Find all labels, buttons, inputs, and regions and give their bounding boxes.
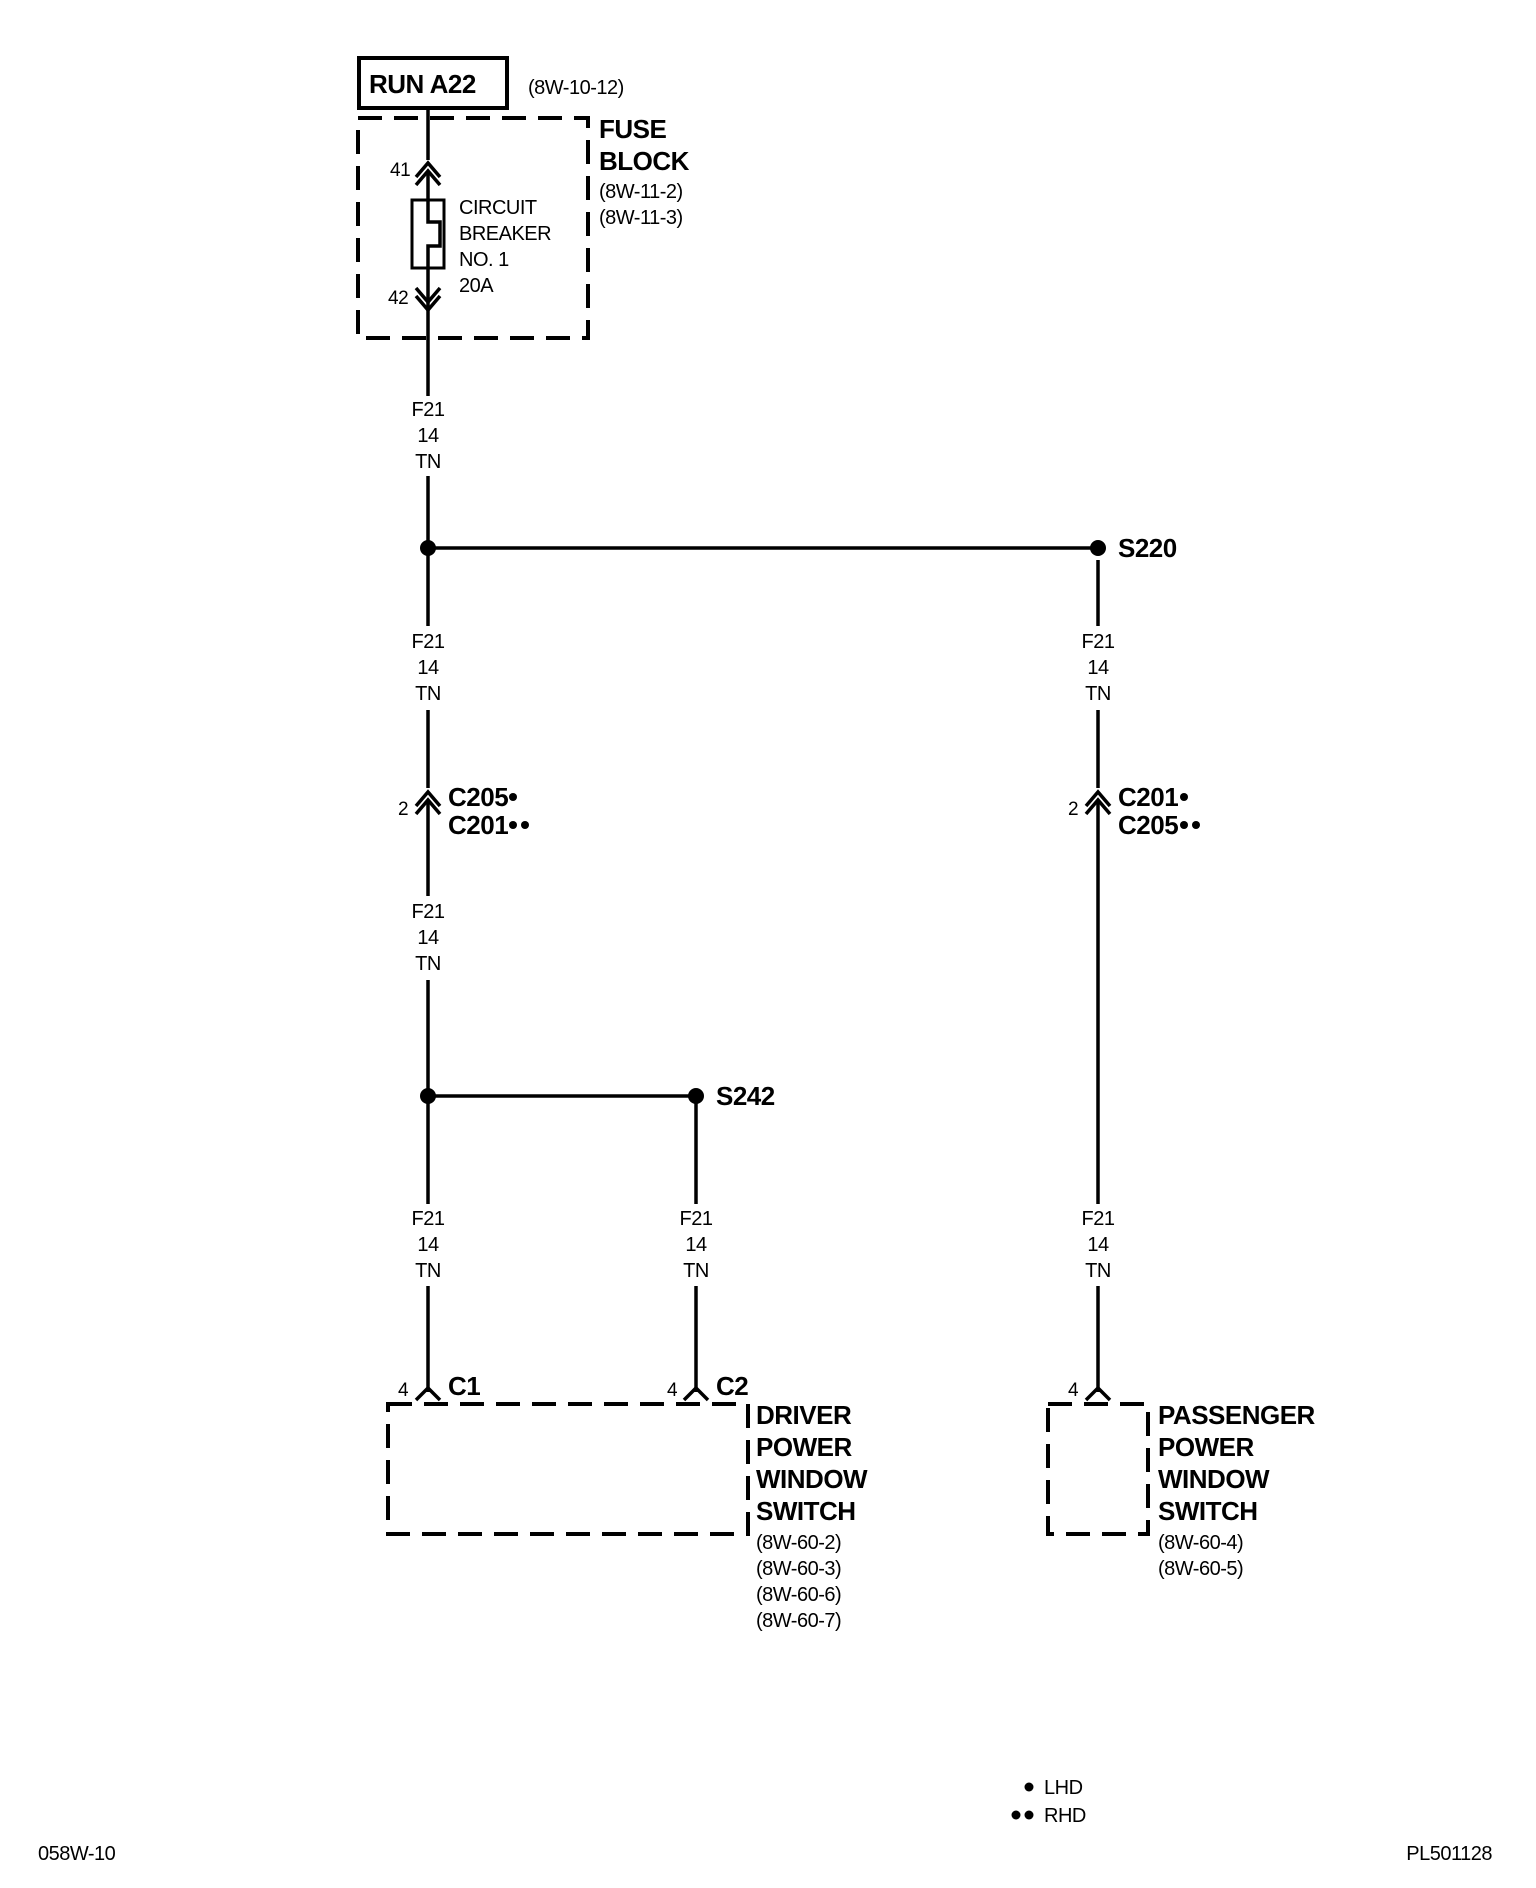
wire-color-6: TN [1085,683,1111,705]
breaker-line-2: BREAKER [459,223,551,245]
right-connector-pin: 2 [1068,799,1078,820]
pin-42-label: 42 [388,288,408,309]
driver-title-1: DRIVER [756,1400,852,1430]
passenger-pin: 4 [1068,1380,1079,1401]
c2-connector-icon [682,1385,710,1402]
circuit-breaker-element-icon [426,200,442,268]
lhd-marker-icon [1180,793,1188,801]
legend-rhd-label: RHD [1044,1805,1086,1827]
run-label: RUN A22 [369,69,476,99]
legend-lhd-dot-icon [1024,1782,1034,1792]
wire-circuit-6: F21 [1082,631,1115,653]
footer-drawing-id: PL501128 [1406,1843,1492,1865]
driver-ref-1: (8W-60-2) [756,1532,841,1554]
driver-title-2: POWER [756,1432,852,1462]
fuse-block-ref-2: (8W-11-3) [599,207,683,229]
passenger-title-3: WINDOW [1158,1464,1270,1494]
run-ref: (8W-10-12) [528,77,624,99]
passenger-switch-box [1046,1402,1150,1536]
wire-color-7: TN [1085,1260,1111,1282]
driver-title-3: WINDOW [756,1464,868,1494]
run-a22-box [357,56,509,110]
legend-lhd-label: LHD [1044,1777,1083,1799]
splice-s220-label: S220 [1118,533,1177,563]
wire-gauge-6: 14 [1087,657,1109,679]
c2-label: C2 [716,1371,748,1401]
pin-42-connector-icon [414,286,442,305]
left-connector-line-2: C201 [448,810,508,840]
passenger-ref-1: (8W-60-4) [1158,1532,1243,1554]
left-connector-line-1: C205 [448,782,508,812]
wire-gauge-7: 14 [1087,1234,1109,1256]
fuse-block-title-1: FUSE [599,114,667,144]
c1-label: C1 [448,1371,480,1401]
wire-color-5: TN [683,1260,709,1282]
legend-rhd-dot-icon [1011,1810,1021,1820]
driver-ref-3: (8W-60-6) [756,1584,841,1606]
wire-circuit-4: F21 [412,1208,445,1230]
rhd-marker-icon [509,821,517,829]
footer-page-code: 058W-10 [38,1843,116,1865]
c1-connector-icon [414,1385,442,1402]
wire-circuit-1: F21 [412,399,445,421]
rhd-marker-icon [1180,821,1188,829]
wire-gauge-3: 14 [417,927,439,949]
right-connector-line-2: C205 [1118,810,1178,840]
driver-switch-box [386,1402,750,1536]
wire-circuit-3: F21 [412,901,445,923]
driver-ref-2: (8W-60-3) [756,1558,841,1580]
c2-pin: 4 [667,1380,678,1401]
splice-s242-label: S242 [716,1081,775,1111]
passenger-title-4: SWITCH [1158,1496,1258,1526]
legend-rhd-dot-icon [1024,1810,1034,1820]
left-connector-pin: 2 [398,799,408,820]
pin-41-connector-icon [414,160,442,179]
wire-circuit-7: F21 [1082,1208,1115,1230]
splice-s220-dot [1090,540,1106,556]
fuse-block-box [356,116,590,340]
rhd-marker-icon [1192,821,1200,829]
wire-gauge-4: 14 [417,1234,439,1256]
wire-gauge-2: 14 [417,657,439,679]
passenger-connector-icon [1084,1385,1112,1402]
wire-color-1: TN [415,451,441,473]
c1-pin: 4 [398,1380,409,1401]
breaker-line-1: CIRCUIT [459,197,537,219]
rhd-marker-icon [521,821,529,829]
wire-gauge-1: 14 [417,425,439,447]
wire-gauge-5: 14 [685,1234,707,1256]
wire-circuit-2: F21 [412,631,445,653]
fuse-block-title-2: BLOCK [599,146,690,176]
wire-color-2: TN [415,683,441,705]
passenger-ref-2: (8W-60-5) [1158,1558,1243,1580]
breaker-line-3: NO. 1 [459,249,509,271]
right-connector-icon [1084,789,1112,808]
wire-circuit-5: F21 [680,1208,713,1230]
passenger-title-1: PASSENGER [1158,1400,1316,1430]
passenger-title-2: POWER [1158,1432,1254,1462]
driver-title-4: SWITCH [756,1496,856,1526]
fuse-block-ref-1: (8W-11-2) [599,181,683,203]
wire-color-3: TN [415,953,441,975]
wire-color-4: TN [415,1260,441,1282]
driver-ref-4: (8W-60-7) [756,1610,841,1632]
right-connector-line-1: C201 [1118,782,1178,812]
lhd-marker-icon [509,793,517,801]
pin-41-label: 41 [390,160,410,181]
breaker-line-4: 20A [459,275,494,297]
left-connector-icon [414,789,442,808]
